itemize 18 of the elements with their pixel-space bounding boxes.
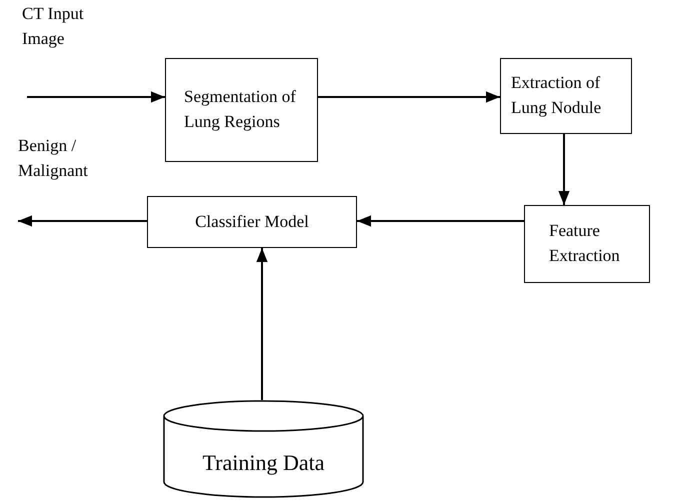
process-box (500, 58, 632, 134)
arrow (558, 134, 570, 205)
node-text: Segmentation of Lung Regions (184, 86, 297, 133)
node-text: Training Data (202, 449, 324, 478)
database-cylinder (163, 400, 364, 498)
arrow (256, 248, 268, 400)
arrow (318, 91, 500, 103)
node-text: Extraction of Lung Nodule (511, 72, 602, 119)
process-box (524, 205, 650, 283)
node-text: Feature Extraction (549, 220, 621, 267)
node-text: Classifier Model (195, 210, 309, 233)
input-output-label: CT Input Image (22, 3, 85, 50)
arrow (18, 215, 147, 227)
process-box (165, 58, 318, 162)
input-output-label: Benign / Malignant (18, 135, 89, 182)
arrow (27, 91, 165, 103)
arrow (357, 215, 524, 227)
process-box (147, 196, 357, 248)
